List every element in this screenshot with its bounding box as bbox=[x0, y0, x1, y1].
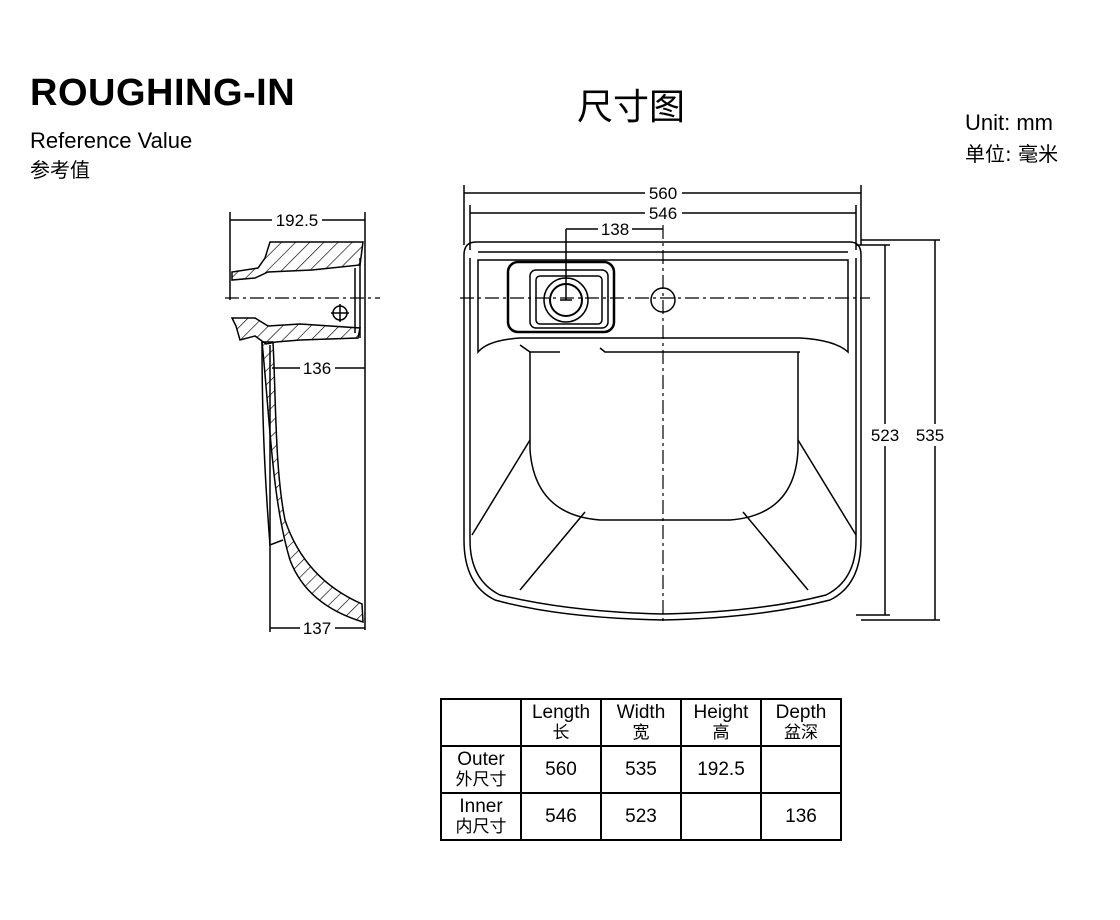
header-depth-cn: 盆深 bbox=[784, 722, 818, 743]
dim-depth-136: 136 bbox=[303, 359, 331, 378]
cell: 136 bbox=[760, 792, 842, 841]
header-width: Width bbox=[616, 701, 666, 723]
cell bbox=[680, 792, 762, 841]
cell: 523 bbox=[600, 792, 682, 841]
dim-outer-width-535: 535 bbox=[916, 426, 944, 445]
header-length-cn: 长 bbox=[552, 722, 570, 743]
dim-height-192-5: 192.5 bbox=[276, 211, 319, 230]
header-height: Height bbox=[693, 701, 749, 723]
cell: 560 bbox=[520, 745, 602, 794]
drain-circle bbox=[543, 277, 589, 323]
dim-drain-offset-138: 138 bbox=[601, 220, 629, 239]
dim-outer-length-560: 560 bbox=[649, 184, 677, 203]
row-label: Outer bbox=[457, 748, 505, 770]
cell: 546 bbox=[520, 792, 602, 841]
row-label: Inner bbox=[459, 795, 503, 817]
reference-label: Reference Value bbox=[30, 128, 193, 153]
side-bottom-section bbox=[230, 317, 361, 345]
side-bowl-wall bbox=[261, 341, 364, 624]
header-depth: Depth bbox=[775, 701, 827, 723]
cell bbox=[760, 745, 842, 794]
reference-label-cn: 参考值 bbox=[30, 158, 90, 182]
dim-bottom-137: 137 bbox=[303, 619, 331, 638]
bowl bbox=[529, 352, 799, 521]
row-label-cn: 内尺寸 bbox=[455, 816, 507, 837]
header-height-cn: 高 bbox=[712, 722, 730, 743]
page-title-cn: 尺寸图 bbox=[577, 87, 686, 128]
dim-inner-length-546: 546 bbox=[649, 204, 677, 223]
header-width-cn: 宽 bbox=[632, 722, 650, 743]
side-view: 192.5 136 137 bbox=[225, 211, 380, 638]
unit-label: Unit: mm bbox=[965, 110, 1053, 135]
page-title: ROUGHING-IN bbox=[30, 72, 296, 114]
cell: 192.5 bbox=[680, 745, 762, 794]
front-view: 560 546 138 523 535 bbox=[460, 184, 944, 625]
header-length: Length bbox=[531, 701, 591, 723]
dim-inner-width-523: 523 bbox=[871, 426, 899, 445]
row-label-cn: 外尺寸 bbox=[455, 769, 507, 790]
cell: 535 bbox=[600, 745, 682, 794]
unit-label-cn: 单位: 毫米 bbox=[965, 142, 1059, 166]
side-top-section bbox=[231, 241, 364, 281]
drain-outer-frame bbox=[506, 260, 616, 334]
